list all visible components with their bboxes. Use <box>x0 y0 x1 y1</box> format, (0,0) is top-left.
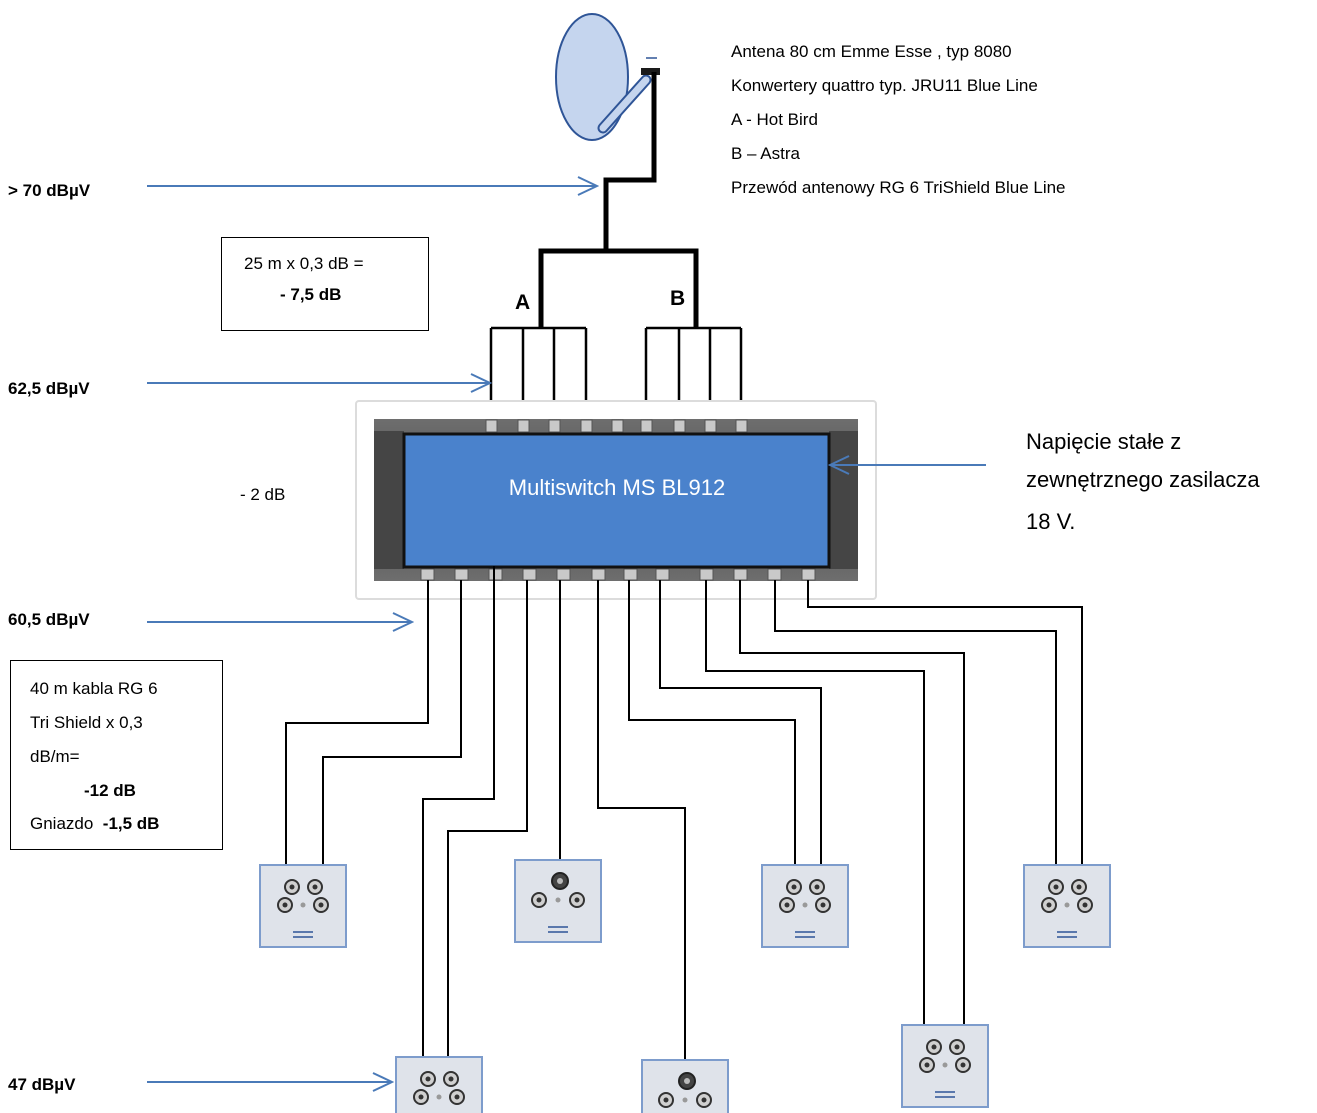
wall-socket <box>641 1059 729 1113</box>
multiswitch-face <box>402 432 831 569</box>
antenna-info-line: Antena 80 cm Emme Esse , typ 8080 <box>731 42 1012 61</box>
socket-loss-value: -12 dB <box>84 781 136 800</box>
antenna-info-line: Konwertery quattro typ. JRU11 Blue Line <box>731 76 1038 95</box>
lnb-label-b: B <box>670 287 686 310</box>
wall-socket <box>1023 864 1111 948</box>
multiswitch-label: Multiswitch MS BL912 <box>508 475 726 500</box>
switch-loss: - 2 dB <box>240 485 286 504</box>
socket-loss-socket-value: -1,5 dB <box>102 814 160 833</box>
antenna-info-line: A - Hot Bird <box>731 110 818 129</box>
cable-loss-value: - 7,5 dB <box>280 285 342 304</box>
wall-socket <box>901 1024 989 1108</box>
multiswitch <box>355 400 877 600</box>
antenna-info-line: Przewód antenowy RG 6 TriShield Blue Lin… <box>731 178 1066 197</box>
socket-loss-line: Tri Shield x 0,3 <box>30 713 143 732</box>
lnb-head <box>641 68 660 75</box>
socket-loss-prefix: Gniazdo <box>30 814 94 833</box>
socket-loss-line: 40 m kabla RG 6 <box>30 679 158 698</box>
wall-socket <box>761 864 849 948</box>
wall-socket <box>259 864 347 948</box>
power-supply-line: 18 V. <box>1026 509 1076 534</box>
power-supply-line: zewnętrznego zasilacza <box>1026 467 1260 492</box>
cable-loss-formula: 25 m x 0,3 dB = <box>244 254 364 273</box>
lnb-label-a: A <box>515 291 531 314</box>
wall-socket <box>395 1056 483 1113</box>
level-antenna: > 70 dBµV <box>8 181 91 200</box>
output-ports <box>420 568 816 581</box>
power-supply-line: Napięcie stałe z <box>1026 429 1182 454</box>
input-ports <box>485 419 748 433</box>
level-multiswitch-out: 60,5 dBµV <box>8 610 90 629</box>
satellite-dish <box>555 13 660 141</box>
dish-arm <box>599 76 650 132</box>
level-multiswitch-in: 62,5 dBµV <box>8 379 90 398</box>
antenna-info-line: B – Astra <box>731 144 800 163</box>
level-arrows <box>147 186 986 1082</box>
output-cables <box>285 566 1083 1062</box>
wall-socket <box>514 859 602 943</box>
dish-reflector <box>555 13 629 141</box>
socket-loss-line: dB/m= <box>30 747 80 766</box>
socket-loss-line: Gniazdo -1,5 dB <box>30 814 159 834</box>
level-socket: 47 dBµV <box>8 1075 76 1094</box>
trunk-cable <box>538 72 699 328</box>
socket-loss-box: 40 m kabla RG 6 Tri Shield x 0,3 dB/m= -… <box>10 660 223 850</box>
cable-loss-box: 25 m x 0,3 dB = - 7,5 dB <box>221 237 429 331</box>
